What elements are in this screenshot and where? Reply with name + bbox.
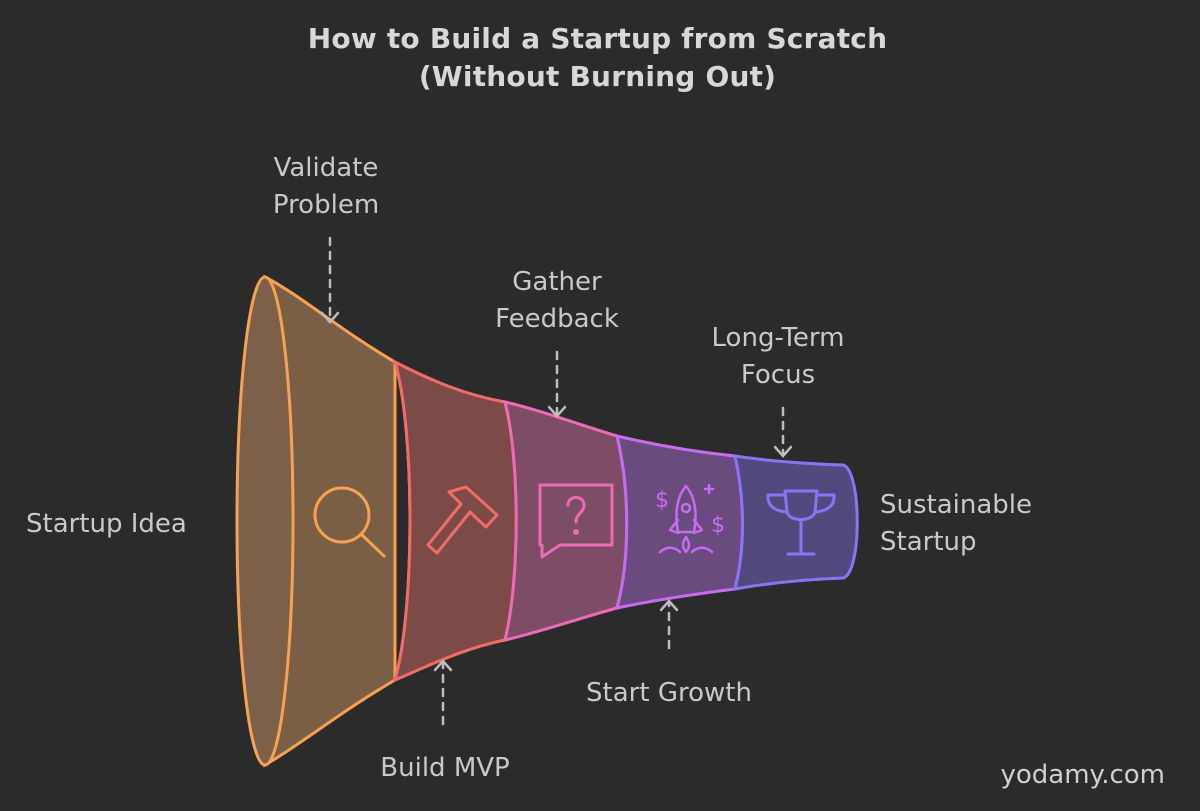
svg-text:$: $ <box>711 513 725 538</box>
callout-arrows <box>320 236 793 726</box>
title-line-1: How to Build a Startup from Scratch <box>307 22 888 55</box>
label-validate-problem: Validate Problem <box>258 150 394 224</box>
label-validate-line-2: Problem <box>272 190 380 220</box>
label-start-growth: Start Growth <box>586 678 752 708</box>
funnel-segment-3 <box>502 399 629 643</box>
rocket-icon: $ $ <box>655 483 725 554</box>
label-sustainable-startup: Sustainable Startup <box>880 487 1032 561</box>
label-gather-line-1: Gather <box>512 267 602 297</box>
funnel-segment-2 <box>392 359 518 683</box>
funnel-mouth <box>235 275 295 767</box>
watermark: yodamy.com <box>1000 760 1165 790</box>
trophy-icon <box>766 489 836 556</box>
diagram-title: How to Build a Startup from Scratch (Wit… <box>200 20 995 96</box>
label-longterm-line-1: Long-Term <box>711 323 845 353</box>
label-long-term-focus: Long-Term Focus <box>697 320 859 394</box>
question-bubble-icon <box>538 483 614 559</box>
label-startup-idea: Startup Idea <box>26 509 187 539</box>
hammer-icon <box>426 485 499 555</box>
label-sustainable-line-2: Startup <box>880 527 977 557</box>
magnifier-icon <box>313 486 386 558</box>
funnel-segment-5 <box>732 454 859 591</box>
svg-text:$: $ <box>655 488 669 513</box>
label-gather-feedback: Gather Feedback <box>482 264 632 338</box>
title-line-2: (Without Burning Out) <box>418 60 777 93</box>
label-sustainable-line-1: Sustainable <box>880 490 1033 520</box>
label-longterm-line-2: Focus <box>740 360 816 390</box>
label-build-mvp: Build MVP <box>380 753 510 783</box>
label-validate-line-1: Validate <box>273 153 379 183</box>
label-gather-line-2: Feedback <box>495 304 619 334</box>
